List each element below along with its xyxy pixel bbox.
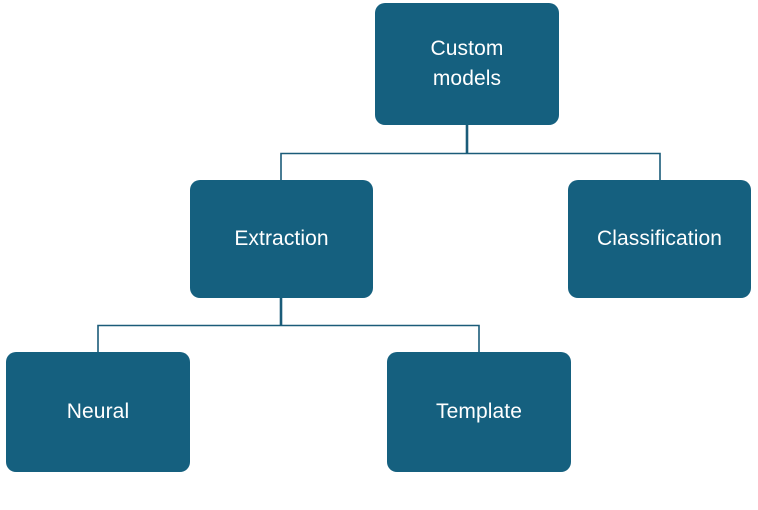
node-extraction[interactable]: Extraction	[190, 180, 373, 298]
node-neural[interactable]: Neural	[6, 352, 190, 472]
edge-extraction-to-neural	[97, 324, 281, 352]
node-custom-models[interactable]: Custom models	[375, 3, 559, 125]
node-template[interactable]: Template	[387, 352, 571, 472]
edge-extraction-to-template	[281, 324, 480, 352]
edge-root-to-extraction	[280, 152, 467, 180]
node-classification[interactable]: Classification	[568, 180, 751, 298]
edge-root-to-classification	[467, 152, 661, 180]
